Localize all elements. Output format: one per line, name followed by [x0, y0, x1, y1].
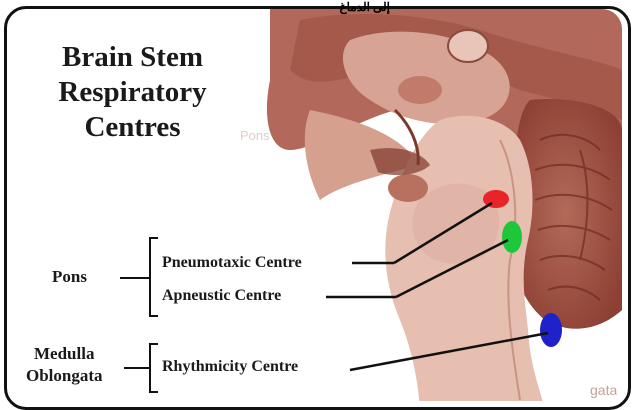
pneumotaxic-centre-label: Pneumotaxic Centre	[162, 254, 302, 272]
medulla-label-line-1: Medulla	[34, 344, 94, 364]
title-line-1: Brain Stem	[30, 40, 235, 75]
apneustic-centre-dot	[502, 221, 522, 253]
apneustic-centre-label: Apneustic Centre	[162, 287, 281, 305]
title-line-3: Centres	[30, 110, 235, 145]
svg-text:Pons: Pons	[240, 128, 270, 143]
top-cut-text: إلى الدماغ	[300, 0, 390, 10]
pons-bracket	[150, 238, 158, 316]
rhythmicity-centre-dot	[540, 313, 562, 347]
medulla-label-line-2: Oblongata	[26, 366, 103, 386]
medulla-bracket	[150, 344, 158, 392]
rhythmicity-centre-label: Rhythmicity Centre	[162, 358, 298, 376]
diagram-title: Brain Stem Respiratory Centres	[30, 40, 235, 145]
pons-label: Pons	[52, 267, 87, 287]
svg-text:gata: gata	[590, 382, 617, 398]
title-line-2: Respiratory	[30, 75, 235, 110]
